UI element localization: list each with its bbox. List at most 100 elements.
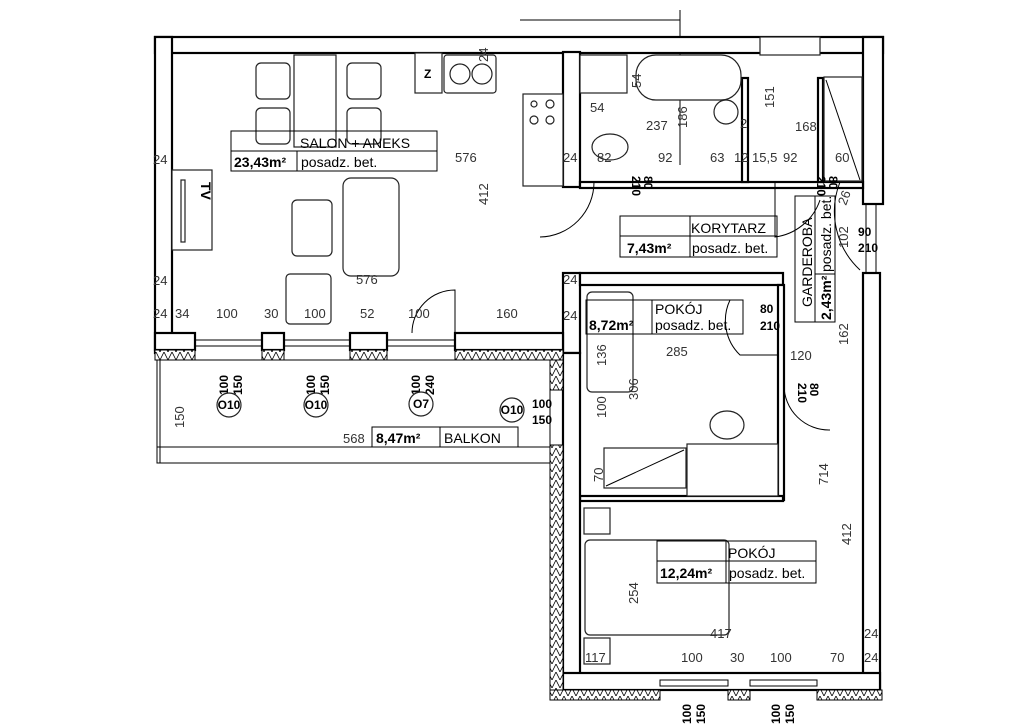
sofa [342,177,400,277]
desk [686,443,779,497]
chair [255,107,291,145]
window-mark: O10 [305,398,328,412]
dimension-label: 117 [585,650,606,665]
nightstand [583,507,611,535]
window-mark-circle [408,391,434,417]
dimension-label: 92 [783,150,797,165]
room-name: SALON + ANEKS [300,135,410,151]
desk-chair [709,410,745,440]
dimension-label: 70 [830,650,844,665]
dimension-label: 24 [153,152,167,167]
dimension-label: 576 [356,272,378,287]
walls [153,35,885,692]
dimension-label: 24 [476,48,491,62]
window-width: 100 [304,375,318,395]
room-area: 2,43m² [818,275,834,320]
door-height: 210 [814,176,828,196]
furniture [171,36,863,665]
window-width: 100 [217,375,231,395]
dimension-label: 70 [591,468,606,482]
room-label-pokoj-large: POKÓJ 12,24m² posadz. bet. [656,540,817,584]
fridge-symbol: Z [424,67,431,81]
balcony [156,359,551,464]
dimension-label: 30 [730,650,744,665]
window-width: 100 [409,375,423,395]
fridge [414,52,443,94]
room-area: 12,24m² [660,565,712,581]
room-name: POKÓJ [655,301,702,317]
room-area: 8,47m² [376,430,421,446]
window-width: 100 [680,704,694,724]
room-label-balkon: 8,47m² BALKON [371,426,519,448]
dimension-label: 24 [864,650,878,665]
chair [346,107,382,145]
door-swings [411,181,861,431]
room-name: GARDEROBA [799,217,815,307]
window-mark-circle [216,392,242,418]
dimension-label: 160 [496,306,518,321]
dimension-label: 63 [710,150,724,165]
room-label-salon: SALON + ANEKS 23,43m² posadz. bet. [230,130,438,172]
dimension-label: 2 [740,116,747,131]
dimension-label: 24 [864,626,878,641]
room-floor: posadz. bet. [655,317,731,333]
dimension-label: 168 [795,119,817,134]
door-width: 80 [807,383,821,397]
window-width: 100 [532,397,552,411]
dimension-label: 186 [675,106,690,128]
dimension-label: 82 [597,150,611,165]
bed-large [584,539,730,636]
nightstand [583,637,611,665]
window-width: 100 [769,704,783,724]
tv-cabinet [171,169,213,251]
dimension-label: 237 [646,118,668,133]
dimension-label: 92 [658,150,672,165]
dining-table [293,54,337,148]
dimension-label: 15,5 [752,150,777,165]
door-height: 210 [858,241,878,255]
dimension-label: 568 [343,431,365,446]
room-name: POKÓJ [728,545,775,561]
dimension-label: 26 [835,188,854,207]
door-width: 80 [760,302,774,316]
dimension-label: 12 [734,150,748,165]
chair [255,62,291,100]
dimension-label: 100 [770,650,792,665]
door-width: 80 [641,176,655,190]
bath-fixtures [579,54,628,94]
dimension-label: 52 [360,306,374,321]
window-mark: O7 [413,397,429,411]
window-height: 150 [532,413,552,427]
dimension-label: 412 [476,183,491,205]
window-height: 150 [783,704,797,724]
door-height: 210 [629,176,643,196]
toilet [591,133,629,161]
room-name: BALKON [444,430,501,446]
window-height: 150 [694,704,708,724]
bed-small [586,291,634,393]
dimension-label: 24 [563,272,577,287]
dimension-label: 254 [626,582,641,604]
window-height: 150 [231,375,245,395]
dimension-label: 30 [264,306,278,321]
room-label-korytarz: KORYTARZ 7,43m² posadz. bet. [619,215,778,258]
dimension-label: 34 [175,306,189,321]
dimension-label: 162 [836,323,851,345]
dimension-label: 150 [172,406,187,428]
room-floor: posadz. bet. [729,565,805,581]
insulation [154,349,883,701]
dimension-label: 100 [594,396,609,418]
kitchen-unit [759,36,821,56]
dimension-label: 100 [681,650,703,665]
room-label-pokoj-small: POKÓJ 8,72m² posadz. bet. [585,299,744,335]
